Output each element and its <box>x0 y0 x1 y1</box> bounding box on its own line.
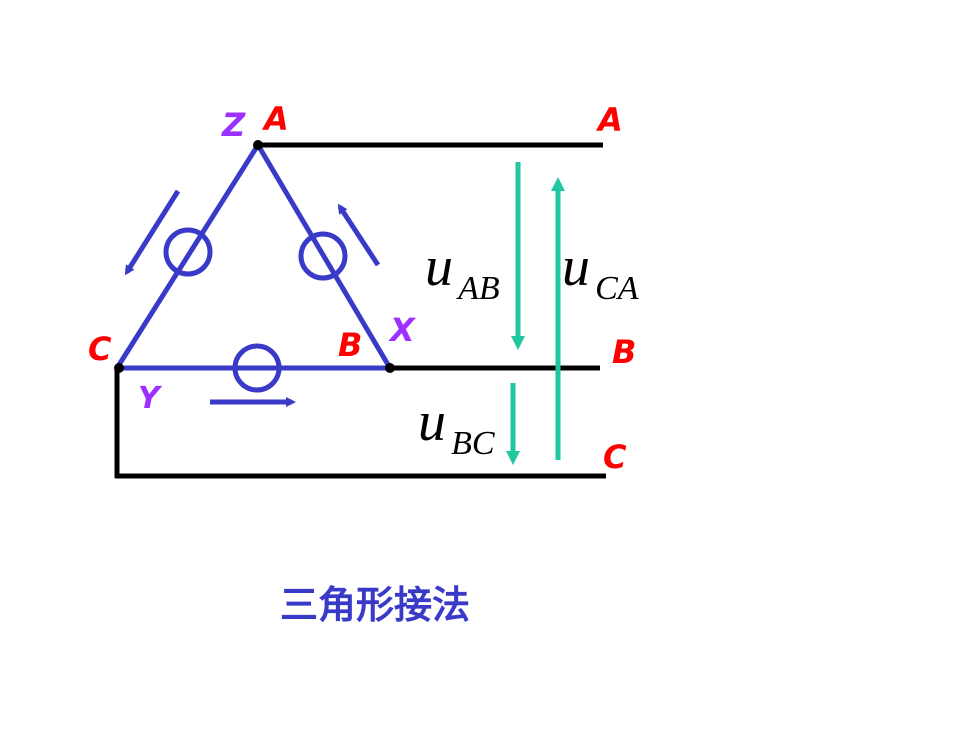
label-a-line: A <box>595 101 623 139</box>
label-ubc: u BC <box>418 391 495 462</box>
label-c-node: C <box>88 330 112 368</box>
arrow-right-winding <box>337 203 381 267</box>
label-b-node: B <box>338 326 362 364</box>
label-y: Y <box>138 381 163 416</box>
node-a <box>253 140 263 150</box>
node-c <box>114 363 124 373</box>
label-z: Z <box>221 106 246 144</box>
node-b <box>385 363 395 373</box>
label-b-line: B <box>612 333 636 371</box>
winding-right <box>255 143 393 370</box>
label-x: X <box>388 311 416 349</box>
winding-left <box>114 143 261 370</box>
label-c-line: C <box>603 438 627 476</box>
label-uab: u AB <box>425 236 500 307</box>
source-circle-left <box>163 227 213 277</box>
label-uca: u CA <box>562 236 639 307</box>
caption-delta-connection: 三角形接法 <box>280 583 470 627</box>
arrow-left-winding <box>124 189 181 276</box>
label-a-node: A <box>261 100 289 138</box>
source-circle-right <box>298 231 348 281</box>
source-circle-bottom <box>232 343 282 393</box>
